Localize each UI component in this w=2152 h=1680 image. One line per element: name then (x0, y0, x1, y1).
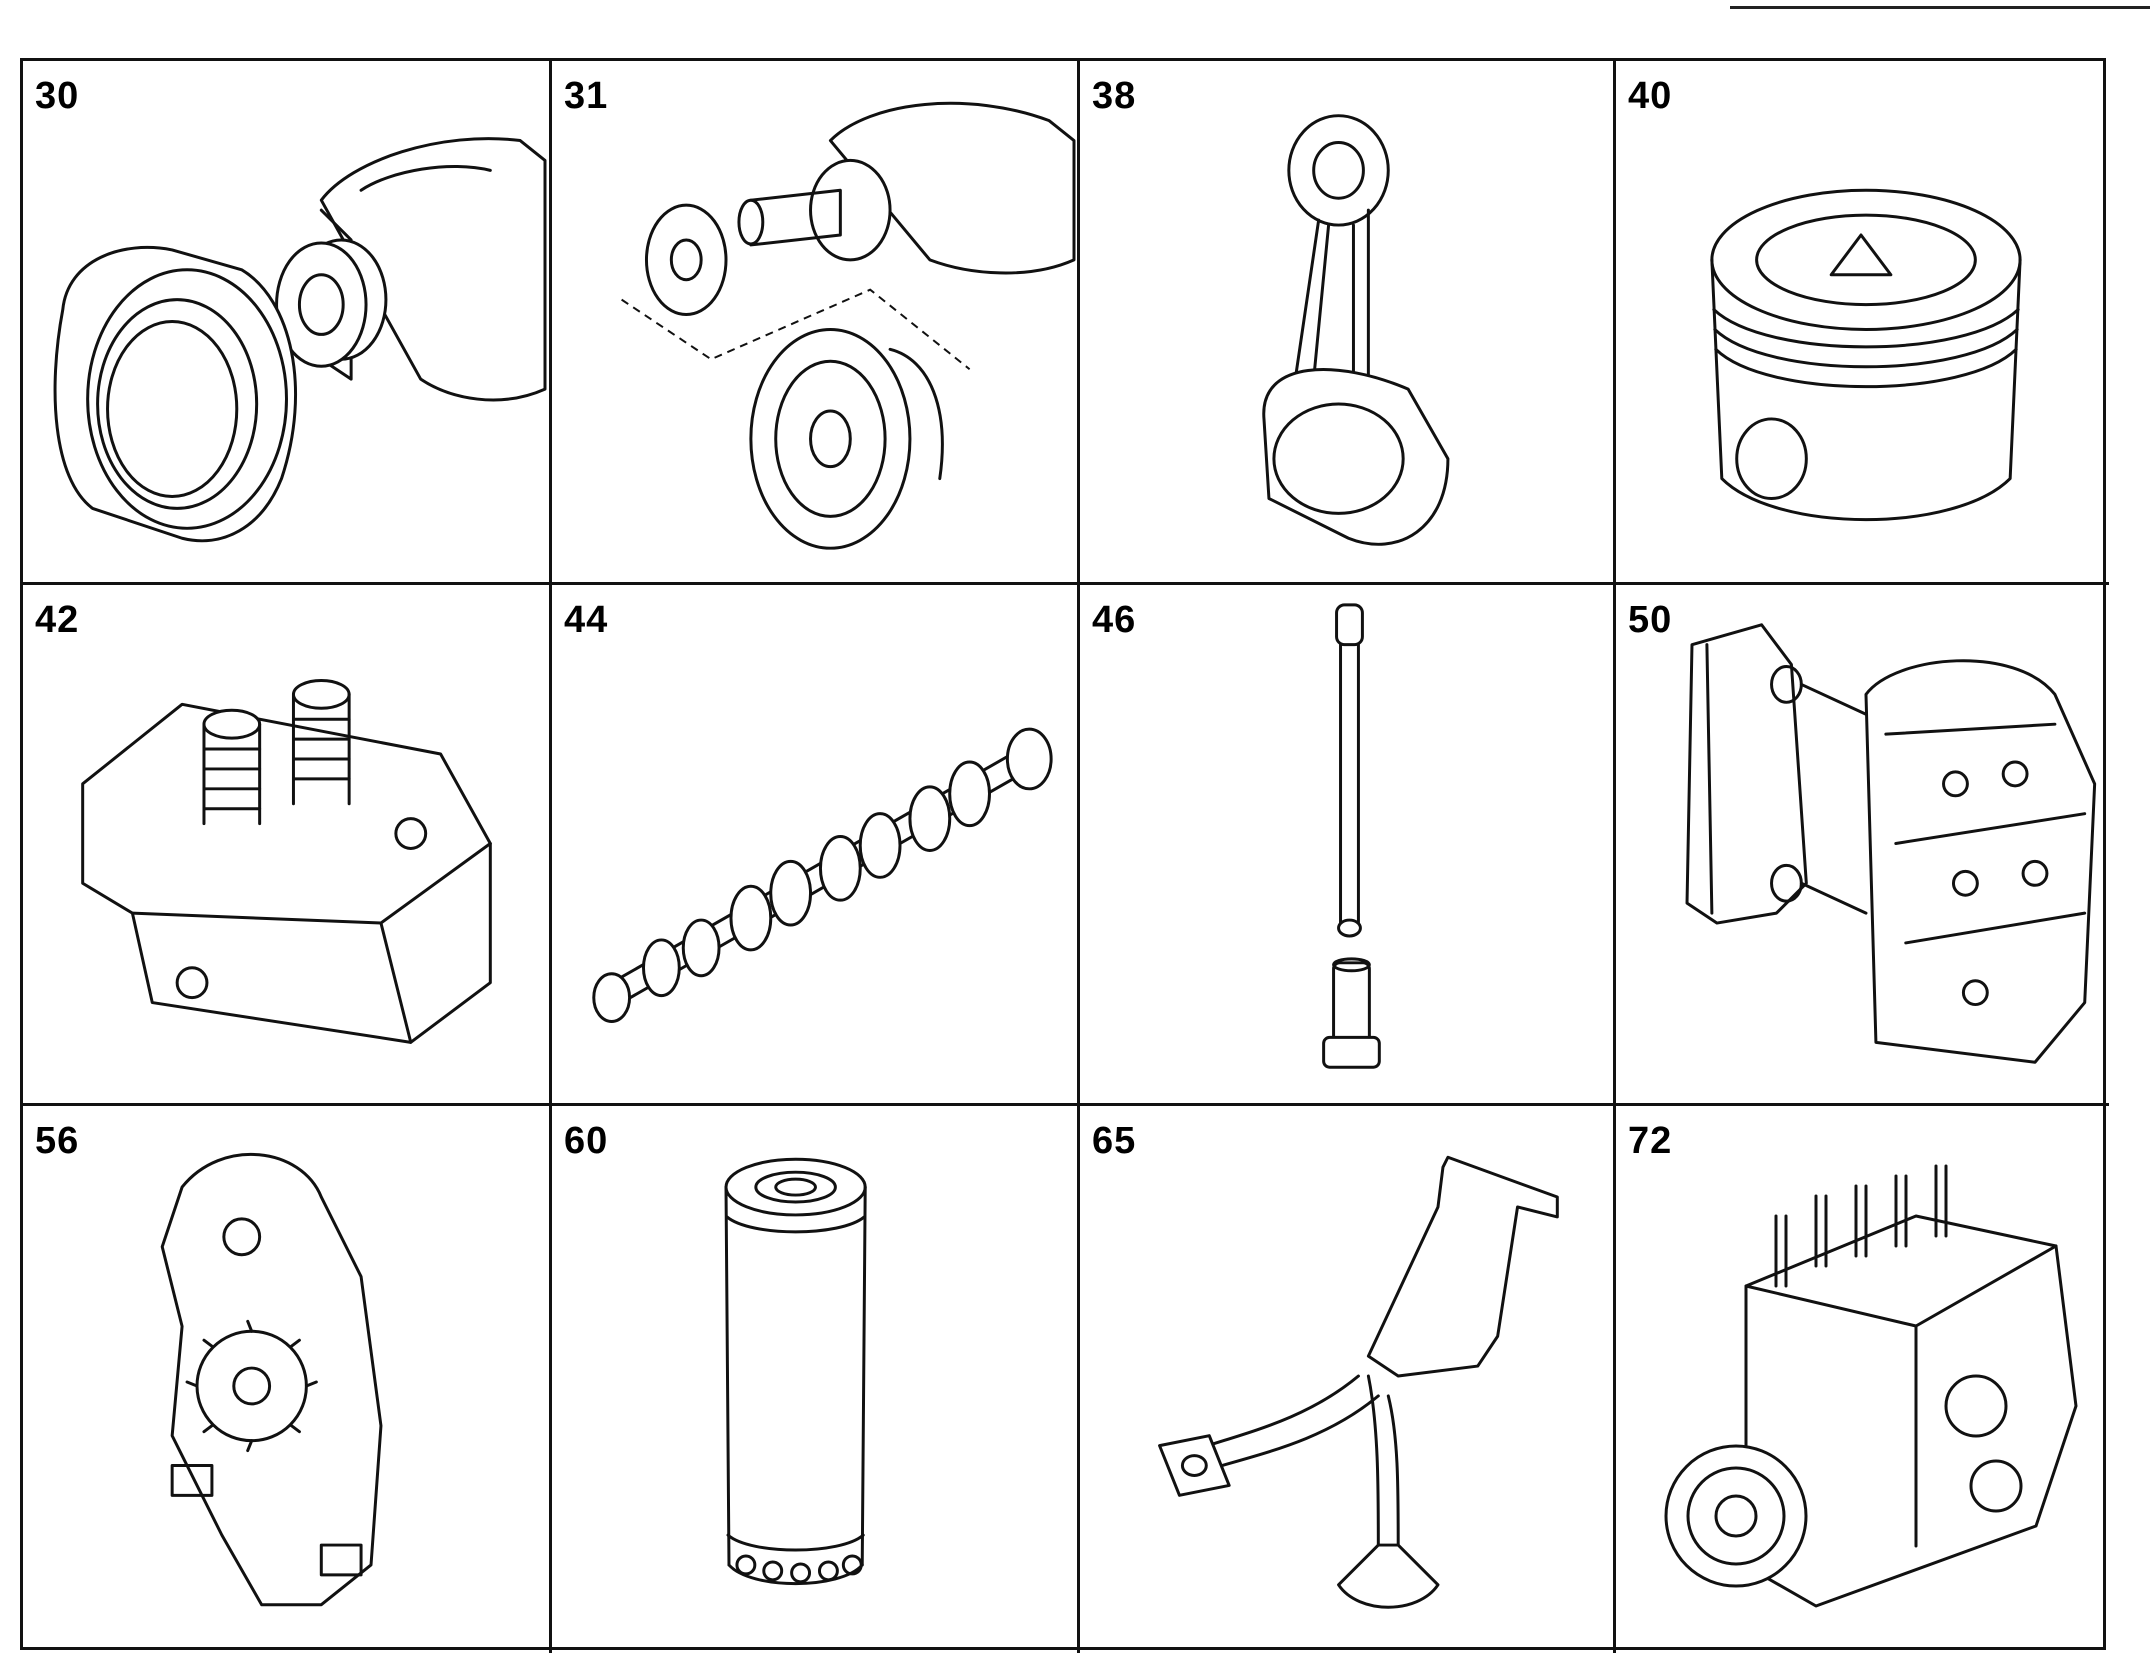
part-number: 42 (35, 599, 80, 641)
part-number: 72 (1628, 1120, 1673, 1162)
part-number: 46 (1092, 599, 1137, 641)
part-number: 38 (1092, 75, 1137, 117)
part-number: 50 (1628, 599, 1673, 641)
part-cell-56[interactable]: 56 (23, 1106, 552, 1653)
part-number: 40 (1628, 75, 1673, 117)
part-cell-42[interactable]: 42 (23, 585, 552, 1106)
injection-pump-icon (1664, 1164, 2078, 1608)
camshaft-icon (592, 727, 1053, 1023)
part-number: 60 (564, 1120, 609, 1162)
part-number: 65 (1092, 1120, 1137, 1162)
cylinder-head-icon (81, 678, 492, 1044)
oil-filter-icon (724, 1157, 867, 1585)
part-cell-38[interactable]: 38 (1080, 61, 1616, 585)
connecting-rod-icon (1262, 114, 1450, 546)
crankshaft-seal-icon (53, 137, 547, 543)
part-cell-40[interactable]: 40 (1616, 61, 2109, 585)
piston-icon (1710, 188, 2022, 521)
part-number: 31 (564, 75, 609, 117)
part-cell-65[interactable]: 65 (1080, 1106, 1616, 1653)
part-number: 44 (564, 599, 609, 641)
crankshaft-gear-icon (621, 101, 1076, 550)
part-number: 30 (35, 75, 80, 117)
parts-grid: 30 31 (20, 58, 2109, 1653)
oil-cooler-icon (1685, 623, 2097, 1064)
page-edge-line (1730, 6, 2150, 9)
part-cell-72[interactable]: 72 (1616, 1106, 2109, 1653)
part-cell-31[interactable]: 31 (552, 61, 1080, 585)
part-cell-30[interactable]: 30 (23, 61, 552, 585)
part-cell-50[interactable]: 50 (1616, 585, 2109, 1106)
part-number: 56 (35, 1120, 80, 1162)
oil-suction-pipe-icon (1158, 1155, 1559, 1609)
part-cell-44[interactable]: 44 (552, 585, 1080, 1106)
part-cell-60[interactable]: 60 (552, 1106, 1080, 1653)
part-cell-46[interactable]: 46 (1080, 585, 1616, 1106)
oil-pump-icon (160, 1152, 383, 1607)
pushrod-tappet-icon (1322, 603, 1381, 1069)
